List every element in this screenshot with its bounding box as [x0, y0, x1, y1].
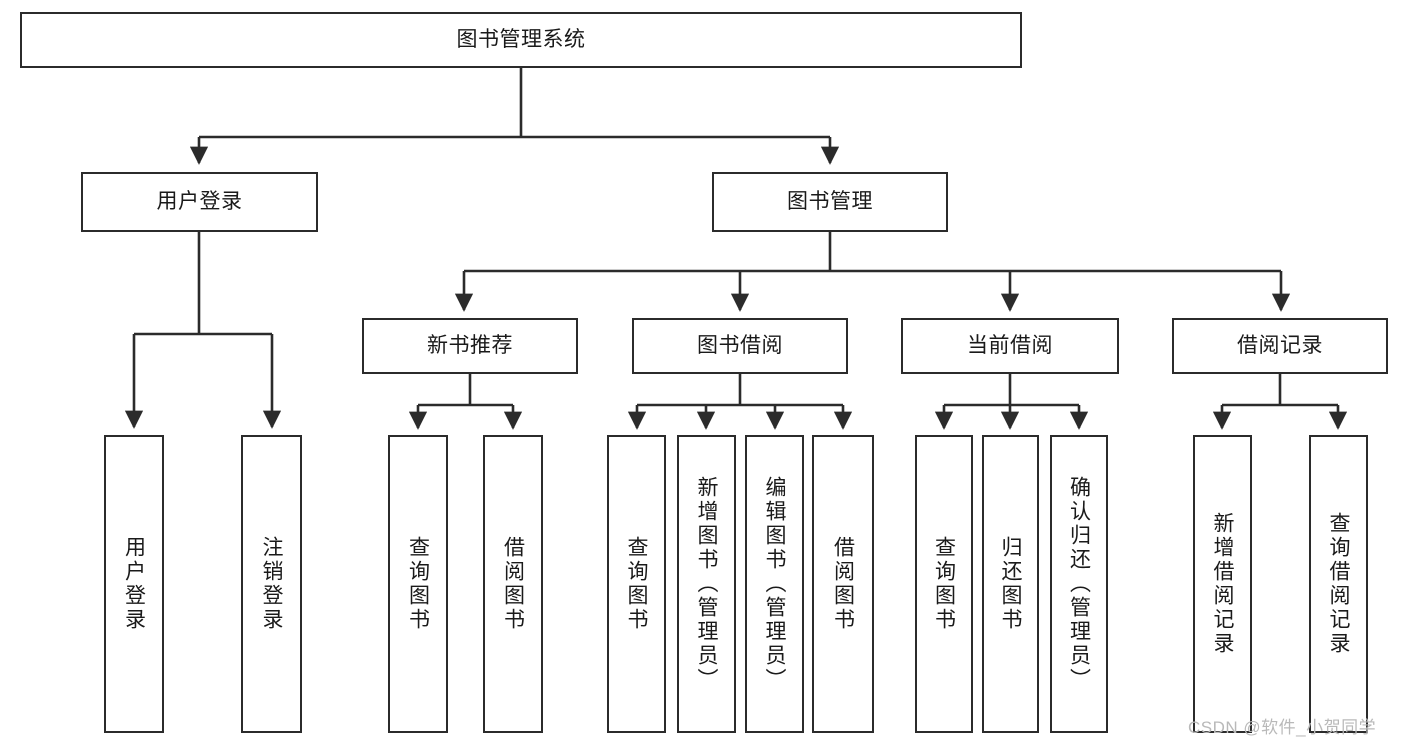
leaf-borrow-query-book[interactable]: 查询图书 [607, 435, 666, 733]
leaf-current-confirm-return-admin[interactable]: 确认归还（管理员） [1050, 435, 1108, 733]
node-label: 注销登录 [260, 536, 283, 632]
node-label: 归还图书 [999, 536, 1022, 632]
watermark-text: CSDN @软件_小贺同学 [1188, 718, 1377, 737]
node-label: 查询图书 [932, 536, 956, 632]
node-label: 查询图书 [406, 536, 430, 632]
node-label: 新增图书（管理员） [695, 476, 718, 692]
node-book-borrow[interactable]: 图书借阅 [632, 318, 848, 374]
node-book-management[interactable]: 图书管理 [712, 172, 948, 232]
node-label: 当前借阅 [967, 333, 1053, 357]
node-label: 借阅图书 [831, 536, 855, 632]
node-root-system[interactable]: 图书管理系统 [20, 12, 1022, 68]
node-label: 用户登录 [122, 536, 146, 632]
leaf-recommend-borrow-book[interactable]: 借阅图书 [483, 435, 543, 733]
leaf-record-add-borrow-record[interactable]: 新增借阅记录 [1193, 435, 1252, 733]
node-borrow-record[interactable]: 借阅记录 [1172, 318, 1388, 374]
leaf-user-login[interactable]: 用户登录 [104, 435, 164, 733]
node-label: 查询图书 [625, 536, 648, 632]
leaf-recommend-query-book[interactable]: 查询图书 [388, 435, 448, 733]
node-label: 编辑图书（管理员） [763, 476, 786, 692]
node-user-login[interactable]: 用户登录 [81, 172, 318, 232]
leaf-user-logout[interactable]: 注销登录 [241, 435, 302, 733]
node-label: 借阅图书 [501, 536, 525, 632]
node-label: 借阅记录 [1237, 333, 1323, 357]
node-current-borrow[interactable]: 当前借阅 [901, 318, 1119, 374]
node-label: 查询借阅记录 [1327, 512, 1350, 656]
leaf-record-query-borrow-record[interactable]: 查询借阅记录 [1309, 435, 1368, 733]
leaf-borrow-edit-book-admin[interactable]: 编辑图书（管理员） [745, 435, 804, 733]
leaf-current-return-book[interactable]: 归还图书 [982, 435, 1039, 733]
leaf-borrow-borrow-book[interactable]: 借阅图书 [812, 435, 874, 733]
node-label: 图书管理系统 [456, 27, 586, 51]
node-label: 用户登录 [156, 189, 243, 213]
node-label: 新书推荐 [427, 333, 513, 357]
leaf-borrow-add-book-admin[interactable]: 新增图书（管理员） [677, 435, 736, 733]
node-label: 图书管理 [787, 189, 873, 213]
node-label: 新增借阅记录 [1211, 512, 1234, 656]
leaf-current-query-book[interactable]: 查询图书 [915, 435, 973, 733]
node-new-book-recommend[interactable]: 新书推荐 [362, 318, 578, 374]
node-label: 图书借阅 [697, 333, 783, 357]
node-label: 确认归还（管理员） [1067, 476, 1091, 692]
